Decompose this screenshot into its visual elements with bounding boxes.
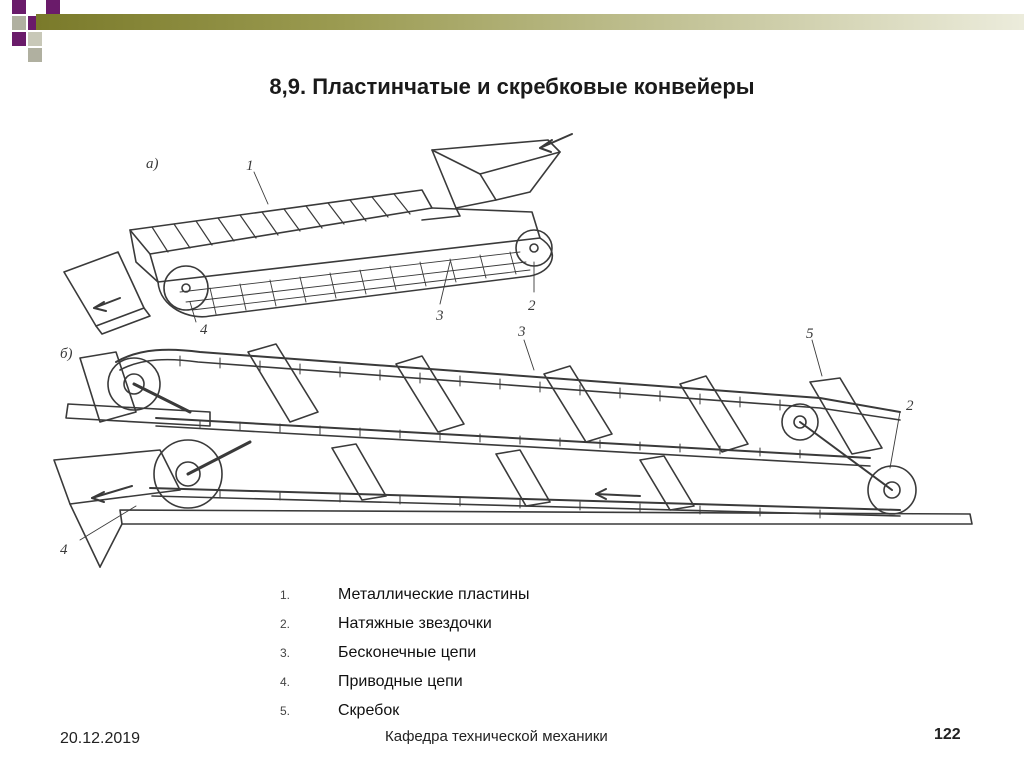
list-item: 1. Металлические пластины bbox=[272, 586, 530, 615]
plate-conveyor-drawing bbox=[63, 133, 573, 335]
decor-square bbox=[46, 0, 60, 14]
legend-list: 1. Металлические пластины 2. Натяжные зв… bbox=[272, 586, 530, 731]
label-bottom-2: 2 bbox=[906, 398, 914, 414]
decor-square bbox=[12, 0, 26, 14]
list-text: Натяжные звездочки bbox=[338, 615, 492, 632]
list-text: Приводные цепи bbox=[338, 673, 463, 690]
scraper-conveyor-drawing bbox=[53, 339, 973, 568]
slide-title: 8,9. Пластинчатые и скребковые конвейеры bbox=[269, 74, 755, 99]
decor-square bbox=[12, 16, 26, 30]
list-number: 5. bbox=[280, 704, 291, 718]
list-text: Металлические пластины bbox=[338, 586, 530, 603]
label-top-3: 3 bbox=[435, 308, 444, 324]
footer-date: 20.12.2019 bbox=[60, 730, 141, 747]
list-item: 2. Натяжные звездочки bbox=[272, 615, 530, 644]
list-item: 3. Бесконечные цепи bbox=[272, 644, 530, 673]
label-a: а) bbox=[146, 156, 159, 172]
decor-square bbox=[28, 32, 42, 46]
plates bbox=[151, 193, 411, 253]
list-item: 5. Скребок bbox=[272, 702, 530, 731]
label-top-4: 4 bbox=[200, 322, 208, 338]
header-gradient-bar bbox=[36, 14, 1024, 30]
page-number: 122 bbox=[934, 726, 961, 743]
decor-square bbox=[12, 32, 26, 46]
list-number: 1. bbox=[280, 588, 291, 602]
list-text: Скребок bbox=[338, 702, 400, 719]
list-text: Бесконечные цепи bbox=[338, 644, 477, 661]
chain-grid bbox=[179, 251, 531, 315]
decor-square bbox=[28, 48, 42, 62]
footer-department: Кафедра технической механики bbox=[385, 728, 608, 745]
list-number: 3. bbox=[280, 646, 291, 660]
list-item: 4. Приводные цепи bbox=[272, 673, 530, 702]
label-top-1: 1 bbox=[246, 158, 254, 174]
label-bottom-3: 3 bbox=[517, 324, 526, 340]
conveyor-diagram: а) 1 2 3 4 б) 3 5 2 4 bbox=[53, 133, 973, 568]
label-b: б) bbox=[60, 346, 73, 362]
label-bottom-4: 4 bbox=[60, 542, 68, 558]
header-decoration bbox=[0, 0, 1024, 62]
label-bottom-5: 5 bbox=[806, 326, 814, 342]
label-top-2: 2 bbox=[528, 298, 536, 314]
list-number: 2. bbox=[280, 617, 291, 631]
list-number: 4. bbox=[280, 675, 291, 689]
